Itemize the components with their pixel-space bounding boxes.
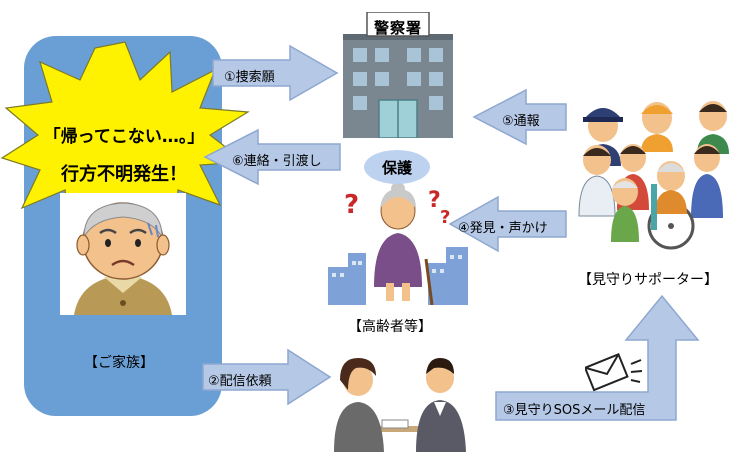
mail-envelope-icon [585,352,643,392]
svg-text:?: ? [428,188,441,213]
elderly-scene: ? ? ? [328,183,468,305]
arrow-step-3 [495,294,700,421]
step-6-label: ⑥連絡・引渡し [232,154,322,169]
arrow-step-5 [472,88,567,146]
arrow-step-6 [203,128,341,186]
svg-text:?: ? [344,190,359,220]
step-3-label: ③見守りSOSメール配信 [503,403,646,418]
police-sign: 警察署 [373,19,422,37]
step-1-label: ①捜索願 [224,70,275,85]
supporters-illustration [578,101,729,250]
worried-man-illustration [60,193,186,315]
step-5-label: ⑤通報 [502,114,540,129]
police-station-illustration [343,12,453,138]
family-label: 【ご家族】 [84,355,154,371]
shout-line-1: 「帰ってこない…。」 [43,127,205,147]
arrow-step-4 [448,195,567,253]
consultation-illustration [328,346,472,452]
protection-badge-text: 保護 [381,159,412,177]
shout-line-2: 行方不明発生！ [61,164,187,185]
arrow-step-1 [212,44,339,102]
arrow-step-2 [202,348,332,406]
step-4-label: ④発見・声かけ [458,221,548,236]
elderly-illustration: ? ? ? [328,183,468,305]
elderly-label: 【高齢者等】 [348,319,432,335]
supporters-label: 【見守りサポーター】 [578,272,718,288]
svg-text:?: ? [440,207,450,228]
step-2-label: ②配信依頼 [208,374,272,389]
protection-badge-shape [364,150,430,184]
